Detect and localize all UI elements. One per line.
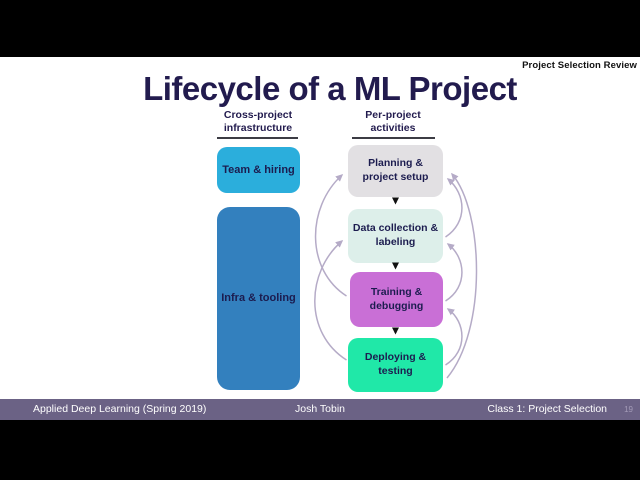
footer-bar: Applied Deep Learning (Spring 2019) Josh… — [0, 399, 640, 420]
footer-author: Josh Tobin — [294, 403, 345, 415]
box-label: Deploying &testing — [364, 351, 427, 377]
box-deploying-testing: Deploying &testing — [348, 338, 443, 392]
column-header-line: infrastructure — [223, 121, 293, 134]
box-label: Planning &project setup — [362, 157, 429, 183]
box-training-debugging: Training &debugging — [350, 272, 443, 327]
slide: Project Selection Review Lifecycle of a … — [0, 57, 640, 420]
column-underline-activities — [352, 137, 435, 139]
box-data-collection-labeling: Data collection &labeling — [348, 209, 443, 263]
column-header-activities: Per-project activities — [333, 109, 453, 134]
column-header-line: Cross-project — [223, 109, 293, 121]
box-label: Training &debugging — [369, 285, 424, 312]
footer-lecture: Class 1: Project Selection — [487, 403, 607, 415]
column-header-line: activities — [370, 121, 416, 134]
box-team-hiring: Team & hiring — [217, 147, 300, 193]
column-header-infrastructure: Cross-project infrastructure — [198, 109, 318, 134]
box-label: Team & hiring — [222, 163, 295, 176]
box-infra-tooling: Infra & tooling — [217, 207, 300, 390]
column-underline-infrastructure — [217, 137, 298, 139]
corner-label: Project Selection Review — [522, 60, 637, 71]
footer-page-number: 19 — [624, 405, 633, 414]
box-label: Data collection &labeling — [352, 222, 439, 248]
box-planning-project-setup: Planning &project setup — [348, 145, 443, 197]
column-header-line: Per-project — [365, 109, 421, 121]
slide-title: Lifecycle of a ML Project — [143, 70, 517, 107]
box-label: Infra & tooling — [221, 292, 296, 305]
footer-course: Applied Deep Learning (Spring 2019) — [33, 403, 207, 415]
